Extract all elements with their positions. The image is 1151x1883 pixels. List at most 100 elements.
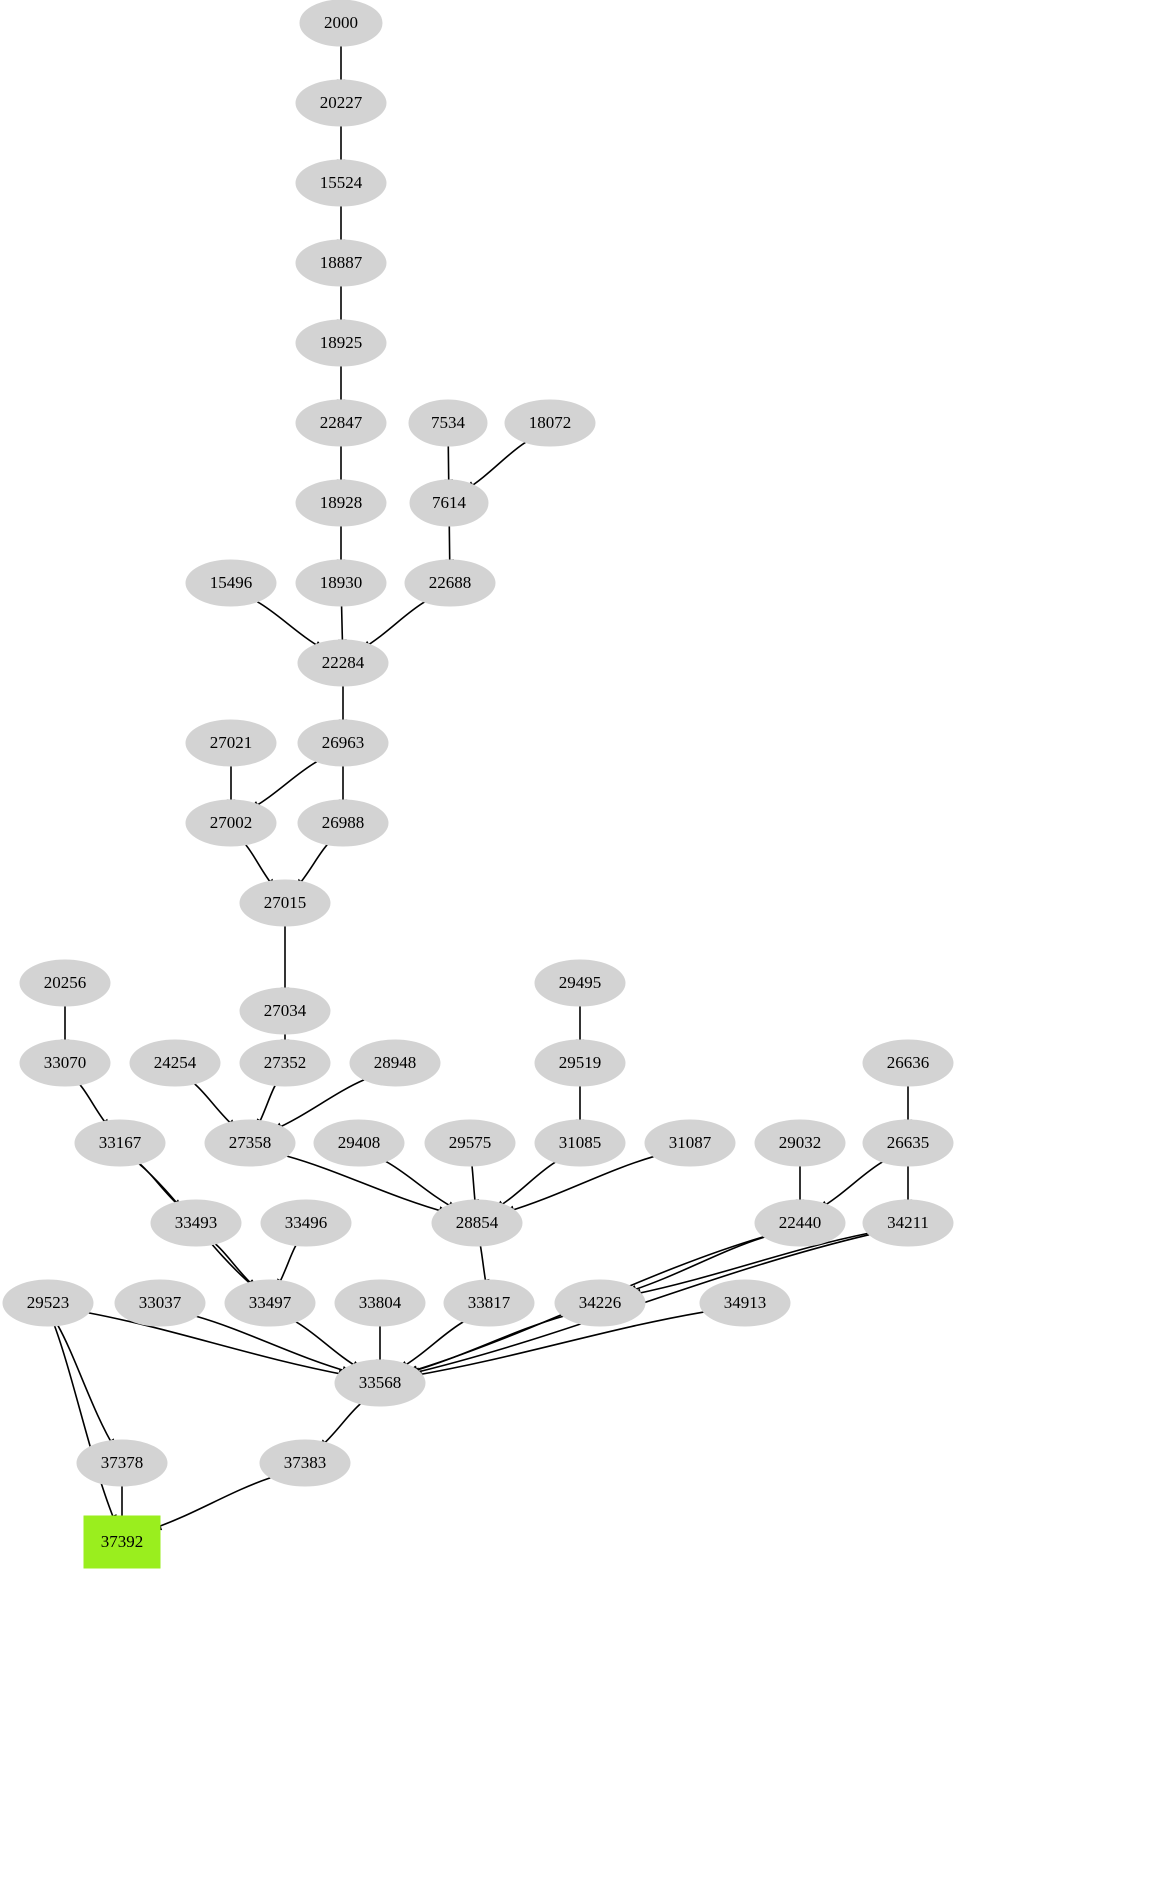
graph-node[interactable]: 34211 — [862, 1199, 954, 1247]
node-shape-ellipse[interactable] — [644, 1119, 736, 1167]
node-shape-ellipse[interactable] — [224, 1279, 316, 1327]
graph-node[interactable]: 18072 — [504, 399, 596, 447]
graph-node[interactable]: 33167 — [74, 1119, 166, 1167]
graph-node[interactable]: 22284 — [297, 639, 389, 687]
node-shape-ellipse[interactable] — [74, 1119, 166, 1167]
node-shape-ellipse[interactable] — [297, 719, 389, 767]
node-shape-ellipse[interactable] — [534, 959, 626, 1007]
graph-node[interactable]: 22688 — [404, 559, 496, 607]
graph-node[interactable]: 29523 — [2, 1279, 94, 1327]
node-shape-ellipse[interactable] — [443, 1279, 535, 1327]
graph-node[interactable]: 26636 — [862, 1039, 954, 1087]
node-shape-ellipse[interactable] — [204, 1119, 296, 1167]
node-shape-ellipse[interactable] — [129, 1039, 221, 1087]
graph-node[interactable]: 15524 — [295, 159, 387, 207]
node-shape-ellipse[interactable] — [313, 1119, 405, 1167]
graph-node[interactable]: 2000 — [299, 0, 383, 47]
graph-node[interactable]: 26963 — [297, 719, 389, 767]
node-shape-ellipse[interactable] — [295, 559, 387, 607]
node-shape-ellipse[interactable] — [259, 1439, 351, 1487]
graph-node[interactable]: 22847 — [295, 399, 387, 447]
graph-node[interactable]: 7614 — [409, 479, 489, 527]
graph-node[interactable]: 20227 — [295, 79, 387, 127]
node-shape-ellipse[interactable] — [862, 1199, 954, 1247]
graph-node[interactable]: 34226 — [554, 1279, 646, 1327]
graph-node[interactable]: 33070 — [19, 1039, 111, 1087]
node-shape-ellipse[interactable] — [297, 799, 389, 847]
node-shape-ellipse[interactable] — [534, 1039, 626, 1087]
node-shape-ellipse[interactable] — [295, 399, 387, 447]
graph-node[interactable]: 29495 — [534, 959, 626, 1007]
graph-node[interactable]: 28854 — [431, 1199, 523, 1247]
graph-node[interactable]: 22440 — [754, 1199, 846, 1247]
graph-node[interactable]: 18925 — [295, 319, 387, 367]
graph-node[interactable]: 33496 — [260, 1199, 352, 1247]
graph-node[interactable]: 27002 — [185, 799, 277, 847]
graph-node[interactable]: 33497 — [224, 1279, 316, 1327]
node-shape-ellipse[interactable] — [754, 1119, 846, 1167]
node-shape-ellipse[interactable] — [409, 479, 489, 527]
node-shape-ellipse[interactable] — [114, 1279, 206, 1327]
graph-node[interactable]: 31085 — [534, 1119, 626, 1167]
node-shape-ellipse[interactable] — [297, 639, 389, 687]
graph-node[interactable]: 29408 — [313, 1119, 405, 1167]
graph-node[interactable]: 33568 — [334, 1359, 426, 1407]
node-shape-ellipse[interactable] — [334, 1359, 426, 1407]
node-shape-ellipse[interactable] — [431, 1199, 523, 1247]
graph-node[interactable]: 28948 — [349, 1039, 441, 1087]
node-shape-box[interactable] — [83, 1515, 161, 1569]
node-shape-ellipse[interactable] — [504, 399, 596, 447]
node-shape-ellipse[interactable] — [239, 987, 331, 1035]
node-shape-ellipse[interactable] — [862, 1119, 954, 1167]
node-shape-ellipse[interactable] — [19, 959, 111, 1007]
graph-node[interactable]: 26635 — [862, 1119, 954, 1167]
graph-node[interactable]: 29519 — [534, 1039, 626, 1087]
node-shape-ellipse[interactable] — [862, 1039, 954, 1087]
node-shape-ellipse[interactable] — [150, 1199, 242, 1247]
node-shape-ellipse[interactable] — [19, 1039, 111, 1087]
graph-node[interactable]: 7534 — [408, 399, 488, 447]
node-shape-ellipse[interactable] — [424, 1119, 516, 1167]
node-shape-ellipse[interactable] — [408, 399, 488, 447]
graph-node[interactable]: 15496 — [185, 559, 277, 607]
graph-node[interactable]: 18930 — [295, 559, 387, 607]
graph-node[interactable]: 33493 — [150, 1199, 242, 1247]
graph-node[interactable]: 27352 — [239, 1039, 331, 1087]
node-shape-ellipse[interactable] — [76, 1439, 168, 1487]
graph-node[interactable]: 37383 — [259, 1439, 351, 1487]
node-shape-ellipse[interactable] — [260, 1199, 352, 1247]
graph-node[interactable]: 27034 — [239, 987, 331, 1035]
node-shape-ellipse[interactable] — [295, 79, 387, 127]
graph-node[interactable]: 20256 — [19, 959, 111, 1007]
node-shape-ellipse[interactable] — [185, 719, 277, 767]
graph-node[interactable]: 31087 — [644, 1119, 736, 1167]
graph-node[interactable]: 18887 — [295, 239, 387, 287]
node-shape-ellipse[interactable] — [239, 1039, 331, 1087]
node-shape-ellipse[interactable] — [554, 1279, 646, 1327]
graph-node[interactable]: 27015 — [239, 879, 331, 927]
node-shape-ellipse[interactable] — [299, 0, 383, 47]
graph-node[interactable]: 29575 — [424, 1119, 516, 1167]
graph-node[interactable]: 29032 — [754, 1119, 846, 1167]
graph-node[interactable]: 33804 — [334, 1279, 426, 1327]
node-shape-ellipse[interactable] — [2, 1279, 94, 1327]
node-shape-ellipse[interactable] — [699, 1279, 791, 1327]
graph-node[interactable]: 33037 — [114, 1279, 206, 1327]
node-shape-ellipse[interactable] — [295, 239, 387, 287]
node-shape-ellipse[interactable] — [295, 479, 387, 527]
graph-node[interactable]: 27021 — [185, 719, 277, 767]
node-shape-ellipse[interactable] — [349, 1039, 441, 1087]
node-shape-ellipse[interactable] — [534, 1119, 626, 1167]
node-shape-ellipse[interactable] — [754, 1199, 846, 1247]
graph-node[interactable]: 37378 — [76, 1439, 168, 1487]
graph-node[interactable]: 33817 — [443, 1279, 535, 1327]
graph-node[interactable]: 34913 — [699, 1279, 791, 1327]
graph-node[interactable]: 24254 — [129, 1039, 221, 1087]
graph-node[interactable]: 18928 — [295, 479, 387, 527]
node-shape-ellipse[interactable] — [295, 159, 387, 207]
graph-node[interactable]: 26988 — [297, 799, 389, 847]
node-shape-ellipse[interactable] — [334, 1279, 426, 1327]
node-shape-ellipse[interactable] — [404, 559, 496, 607]
node-shape-ellipse[interactable] — [239, 879, 331, 927]
node-shape-ellipse[interactable] — [185, 559, 277, 607]
